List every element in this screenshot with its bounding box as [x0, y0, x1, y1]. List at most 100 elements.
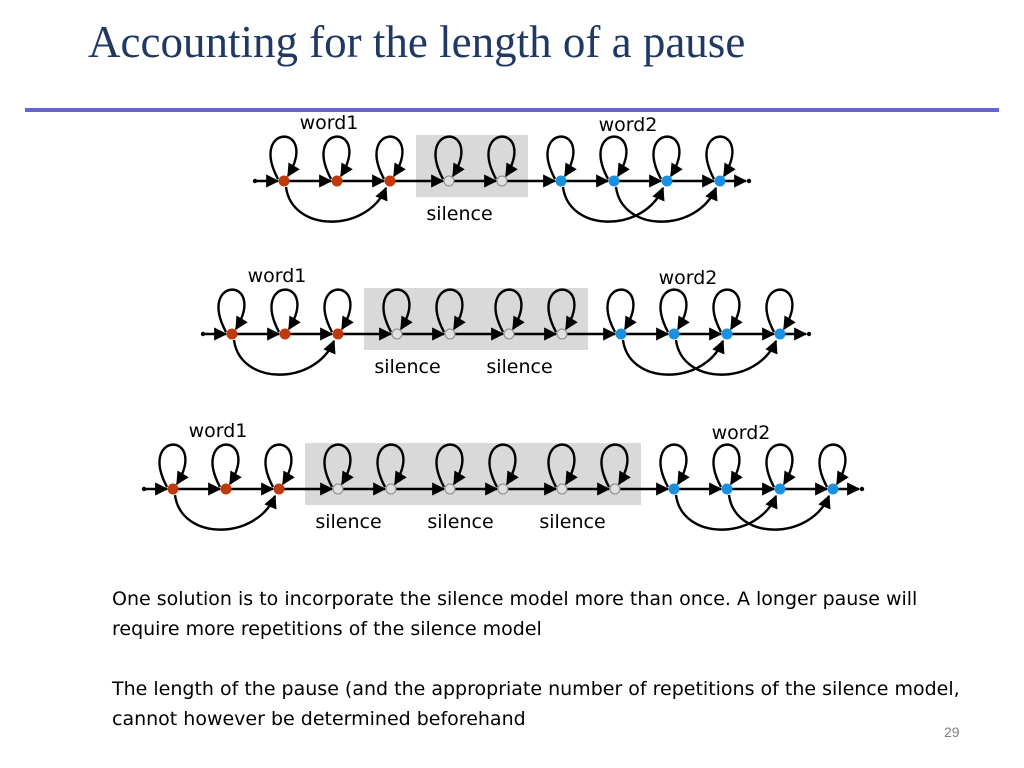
diagram-2-word1-state	[226, 328, 238, 340]
diagram-2-silence-label: silence	[486, 356, 552, 378]
diagram-3-word1-state	[273, 483, 285, 495]
diagram-1-word1-self-loop	[269, 135, 300, 180]
diagram-3-word1-self-loop	[158, 443, 189, 488]
page-number: 29	[944, 724, 960, 740]
diagram-1-entry-dot	[252, 178, 258, 184]
diagram-2-word2-self-loop	[606, 288, 637, 333]
hmm-diagram: word1 word2 silence word1 word2 silence silenc…	[141, 112, 865, 533]
diagram-1-silence-state	[496, 175, 508, 187]
diagram-1-word1-label: word1	[300, 112, 359, 134]
diagram-2-word1-self-loop	[217, 288, 248, 333]
diagram-3-word1-state	[167, 483, 179, 495]
diagram-1-word2-skip-arc	[561, 186, 665, 223]
diagram-2-silence-state	[444, 328, 456, 340]
diagram-3-word2-self-loop	[765, 443, 796, 488]
explanation-paragraph-1: One solution is to incorporate the silen…	[112, 588, 918, 640]
diagram-3-word1-state	[220, 483, 232, 495]
diagram-3-silence-self-loop	[600, 443, 631, 488]
diagram-1-word1-skip-arc	[284, 186, 388, 223]
diagram-2-word1-self-loop	[270, 288, 301, 333]
diagram-3-silence-label: silence	[315, 511, 381, 533]
diagram-3-silence-label: silence	[427, 511, 493, 533]
diagram-1-word2-self-loop	[599, 135, 630, 180]
diagram-1-word2-state	[555, 175, 567, 187]
diagram-1-word1-self-loop	[375, 135, 406, 180]
diagram-3-word1-self-loop	[211, 443, 242, 488]
diagram-3-word2-state	[721, 483, 733, 495]
slide-title: Accounting for the length of a pause	[88, 17, 746, 67]
diagram-3-exit-dot	[859, 486, 865, 492]
diagram-3-silence-label: silence	[539, 511, 605, 533]
diagram-1-word2-state	[608, 175, 620, 187]
diagram-2-word1-skip-arc	[232, 339, 336, 376]
diagram-2-word2-self-loop	[659, 288, 690, 333]
diagram-1-word1-self-loop	[322, 135, 353, 180]
diagram-3-word1-self-loop	[264, 443, 295, 488]
diagram-1-word2-self-loop	[652, 135, 683, 180]
diagram-2-silence-self-loop	[382, 288, 413, 333]
diagram-1-word2-self-loop	[546, 135, 577, 180]
diagram-2-word1-state	[332, 328, 344, 340]
diagram-1-word1-state	[331, 175, 343, 187]
diagram-2-word2-state	[668, 328, 680, 340]
diagram-2-silence-region	[364, 288, 588, 350]
diagram-1-silence-self-loop	[487, 135, 518, 180]
diagram-3-silence-state	[332, 483, 344, 495]
diagram-2-silence-self-loop	[435, 288, 466, 333]
diagram-1-word2-state	[714, 175, 726, 187]
diagram-3-entry-dot	[141, 486, 147, 492]
diagram-3-word2-skip-arc	[674, 494, 778, 531]
diagram-2-word1-state	[279, 328, 291, 340]
diagram-2-silence-self-loop	[547, 288, 578, 333]
diagram-3-word2-state	[827, 483, 839, 495]
diagram-3-silence-self-loop	[547, 443, 578, 488]
diagram-2-word2-self-loop	[765, 288, 796, 333]
diagram-3-silence-self-loop	[376, 443, 407, 488]
diagram-1-word1-state	[384, 175, 396, 187]
diagram-3-silence-state	[385, 483, 397, 495]
diagram-2-word1-label: word1	[248, 265, 307, 287]
diagram-1-silence-label: silence	[426, 203, 492, 225]
diagram-2-word2-skip-arc	[674, 339, 778, 376]
diagram-2-word2-label: word2	[659, 267, 718, 289]
diagram-2-silence-state	[503, 328, 515, 340]
diagram-1-exit-dot	[746, 178, 752, 184]
diagram-2-silence-state	[556, 328, 568, 340]
diagram-1-silence-self-loop	[434, 135, 465, 180]
diagram-3-silence-self-loop	[435, 443, 466, 488]
diagram-2-word2-state	[721, 328, 733, 340]
diagram-2-word2-state	[615, 328, 627, 340]
explanation-paragraph-2: The length of the pause (and the appropr…	[112, 678, 960, 730]
diagram-1-word2-self-loop	[705, 135, 736, 180]
diagram-3-word2-state	[668, 483, 680, 495]
diagram-3-word2-self-loop	[818, 443, 849, 488]
diagram-3-silence-region	[305, 443, 641, 505]
diagram-3-word2-state	[774, 483, 786, 495]
diagram-1-word2-label: word2	[599, 114, 658, 136]
diagram-2-word2-state	[774, 328, 786, 340]
diagram-2-word1-self-loop	[323, 288, 354, 333]
diagram-3-word2-label: word2	[712, 422, 771, 444]
diagram-3-word2-self-loop	[712, 443, 743, 488]
diagram-2-word2-skip-arc	[621, 339, 725, 376]
diagram-3-silence-self-loop	[488, 443, 519, 488]
diagram-3-silence-state	[556, 483, 568, 495]
diagram-2-exit-dot	[806, 331, 812, 337]
diagram-2-silence-label: silence	[374, 356, 440, 378]
diagram-1-word2-skip-arc	[614, 186, 718, 223]
diagram-1-word1-state	[278, 175, 290, 187]
diagram-2-word2-self-loop	[712, 288, 743, 333]
diagram-1-word2-state	[661, 175, 673, 187]
diagram-3-silence-state	[609, 483, 621, 495]
diagram-3-word2-self-loop	[659, 443, 690, 488]
diagram-1-silence-state	[443, 175, 455, 187]
diagram-2-silence-self-loop	[494, 288, 525, 333]
diagram-2-entry-dot	[200, 331, 206, 337]
title-rule	[25, 108, 999, 112]
diagram-3-silence-state	[497, 483, 509, 495]
diagram-3-word2-skip-arc	[727, 494, 831, 531]
diagram-3-word1-skip-arc	[173, 494, 277, 531]
diagram-3-silence-state	[444, 483, 456, 495]
diagram-3-silence-self-loop	[323, 443, 354, 488]
diagram-2-silence-state	[391, 328, 403, 340]
